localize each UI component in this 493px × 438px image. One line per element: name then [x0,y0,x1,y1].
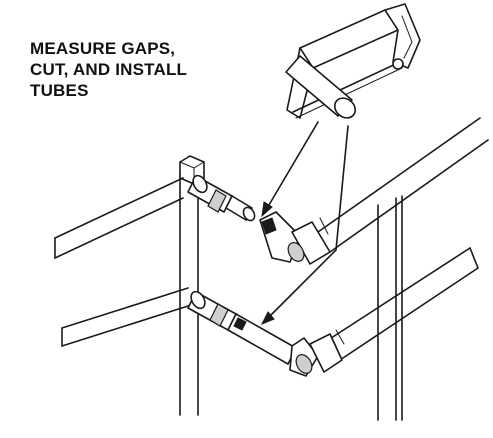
bottom-rail [61,247,479,361]
post-right [377,195,403,421]
tube-icon [285,55,357,119]
hacksaw-handle [384,3,421,69]
arrow-to-top-gap [261,121,319,218]
hacksaw-handle-grip [401,15,413,59]
caption-line: MEASURE GAPS, [30,39,176,58]
top-rail [54,117,489,259]
top-right-elbow [259,211,331,265]
caption-line: TUBES [30,81,89,100]
hacksaw-blade-edge [295,67,403,119]
hacksaw-wingnut [392,58,404,70]
instruction-caption: MEASURE GAPS, CUT, AND INSTALL TUBES [30,38,270,101]
hacksaw-blade [292,61,401,113]
cut-tube-end [333,97,357,119]
arrow-to-bottom-gap [260,125,349,325]
bottom-right-elbow [289,329,345,377]
installed-tube [227,313,297,365]
caption-line: CUT, AND INSTALL [30,60,188,79]
bottom-left-fitting [187,290,297,365]
hacksaw-frame-top [299,9,399,69]
cut-tube-body [285,55,353,117]
top-left-fitting [187,174,256,222]
